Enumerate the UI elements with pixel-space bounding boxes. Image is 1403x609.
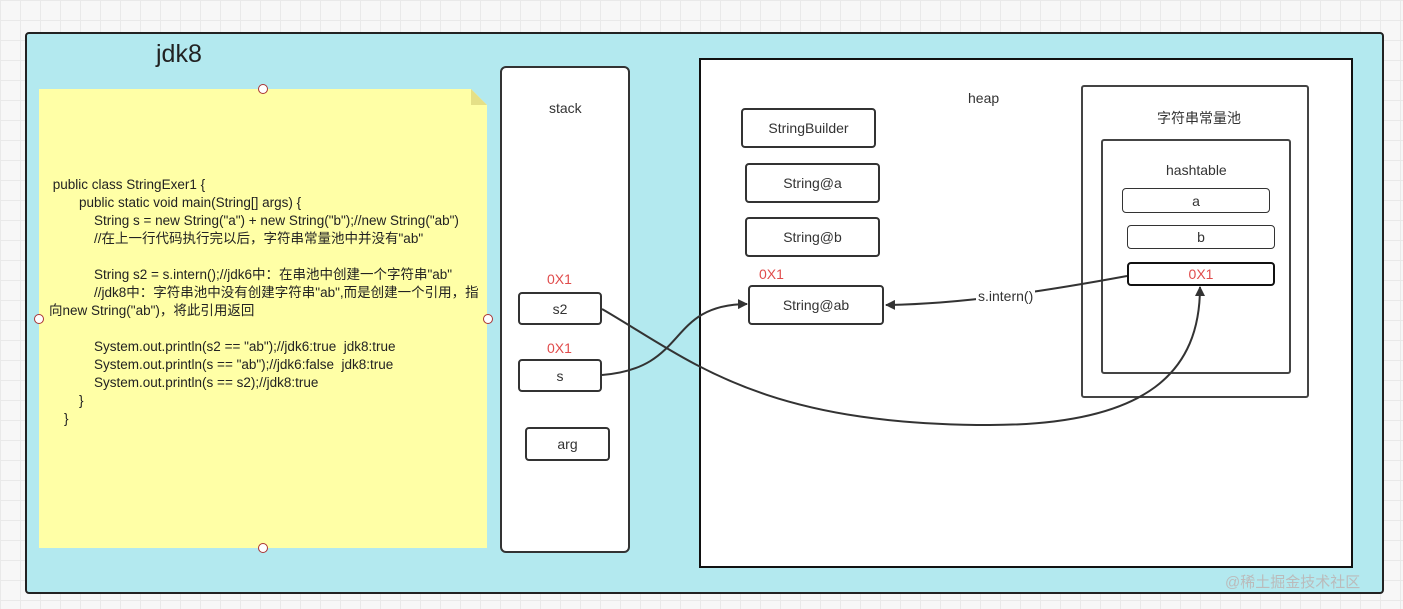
pool-entry-reference: 0X1 [1127,262,1275,286]
resize-handle-top[interactable] [258,84,268,94]
string-ab-address: 0X1 [759,266,784,282]
heap-string-b: String@b [745,217,880,257]
stack-var-s: s [518,359,602,392]
pool-entry-b: b [1127,225,1275,249]
stack-label: stack [549,100,582,116]
code-line: //jdk8中：字符串池中没有创建字符串"ab",而是创建一个引用，指向new … [49,285,479,318]
hashtable-area [1101,139,1291,374]
resize-handle-left[interactable] [34,314,44,324]
s2-address: 0X1 [547,271,572,287]
heap-label: heap [968,90,1000,106]
heap-string-a: String@a [745,163,880,203]
stack-var-arg: arg [525,427,610,461]
pool-entry-a: a [1122,188,1270,213]
watermark: @稀土掘金技术社区 [1225,574,1361,591]
arrow-s-to-string-ab [601,299,748,376]
code-line: //在上一行代码执行完以后，字符串常量池中并没有"ab" [49,231,424,246]
code-line: System.out.println(s2 == "ab");//jdk6:tr… [49,339,396,354]
code-line: public class StringExer1 { [49,177,206,192]
resize-handle-bottom[interactable] [258,543,268,553]
code-line: } [49,393,84,408]
code-line: public static void main(String[] args) { [49,195,302,210]
arrow-s2-to-pool-reference [601,286,1205,427]
code-line: } [49,411,69,426]
hashtable-label: hashtable [1166,162,1227,178]
diagram-title: jdk8 [156,40,202,68]
s-address: 0X1 [547,340,572,356]
code-line: String s = new String("a") + new String(… [49,213,459,228]
heap-string-builder: StringBuilder [741,108,876,148]
pool-label: 字符串常量池 [1157,110,1241,126]
code-line: String s2 = s.intern();//jdk6中：在串池中创建一个字… [49,267,453,282]
heap-string-ab: String@ab [748,285,884,325]
code-line: System.out.println(s == "ab");//jdk6:fal… [49,357,394,372]
code-note [39,89,487,548]
resize-handle-right[interactable] [483,314,493,324]
code-text: public class StringExer1 { public static… [49,176,479,428]
intern-label: s.intern() [976,288,1036,304]
stack-var-s2: s2 [518,292,602,325]
code-line: System.out.println(s == s2);//jdk8:true [49,375,319,390]
